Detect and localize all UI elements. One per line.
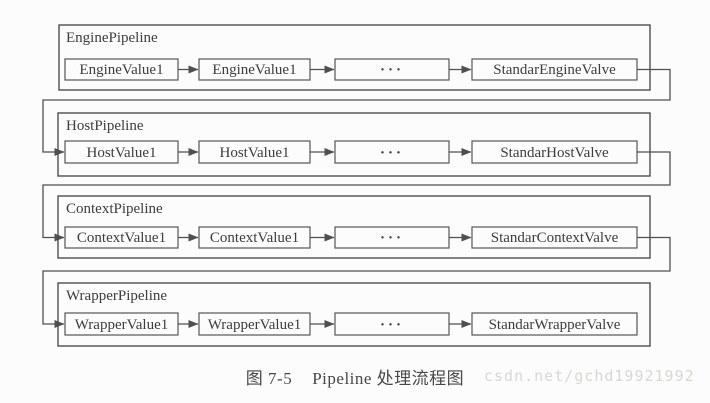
context-valve-label-1: ContextValue1: [77, 230, 166, 246]
watermark: csdn.net/gchd19921992: [484, 367, 695, 385]
pipeline-host: HostPipeline HostValue1 HostValue1 ··· S…: [57, 112, 651, 177]
host-standard-valve-label: StandarHostValve: [500, 145, 609, 161]
pipeline-wrapper: WrapperPipeline WrapperValue1 WrapperVal…: [57, 282, 651, 347]
engine-pipeline-box: [58, 24, 651, 91]
context-valve-label-2: ContextValue1: [210, 230, 299, 246]
figure-caption: 图 7-5 Pipeline 处理流程图: [0, 364, 710, 389]
wrapper-standard-valve-label: StandarWrapperValve: [489, 317, 621, 333]
engine-valve-label-1: EngineValue1: [79, 62, 163, 78]
wrapper-valve-label-2: WrapperValue1: [208, 317, 302, 333]
context-pipeline-title: ContextPipeline: [66, 201, 163, 217]
host-valve-label-2: HostValue1: [220, 145, 290, 161]
wrapper-pipeline-title: WrapperPipeline: [66, 288, 167, 304]
connector-host-to-context: [42, 151, 671, 242]
pipeline-engine: EnginePipeline EngineValue1 EngineValue1…: [58, 24, 651, 91]
connector-engine-to-host: [42, 68, 671, 156]
host-pipeline-title: HostPipeline: [66, 118, 144, 134]
engine-standard-valve-label: StandarEngineValve: [493, 62, 616, 78]
host-valve-ellipsis-label: ···: [380, 145, 404, 161]
engine-valve-label-2: EngineValue1: [212, 62, 296, 78]
wrapper-valve-ellipsis-label: ···: [380, 317, 404, 333]
host-valve-label-1: HostValue1: [87, 145, 157, 161]
figure-title: Pipeline 处理流程图: [312, 369, 465, 388]
context-standard-valve-label: StandarContextValve: [491, 230, 619, 246]
context-valve-ellipsis-label: ···: [380, 230, 404, 246]
pipeline-context: ContextPipeline ContextValue1 ContextVal…: [57, 195, 651, 259]
wrapper-pipeline-box: [57, 282, 651, 347]
wrapper-standard-valve-box: [471, 312, 638, 336]
figure-number: 图 7-5: [245, 369, 293, 388]
wrapper-valve-label-1: WrapperValue1: [75, 317, 169, 333]
connector-context-to-wrapper: [42, 236, 671, 328]
engine-pipeline-title: EnginePipeline: [66, 30, 158, 46]
context-pipeline-box: [57, 195, 651, 259]
engine-valve-ellipsis-label: ···: [380, 62, 404, 78]
host-pipeline-box: [57, 112, 651, 177]
